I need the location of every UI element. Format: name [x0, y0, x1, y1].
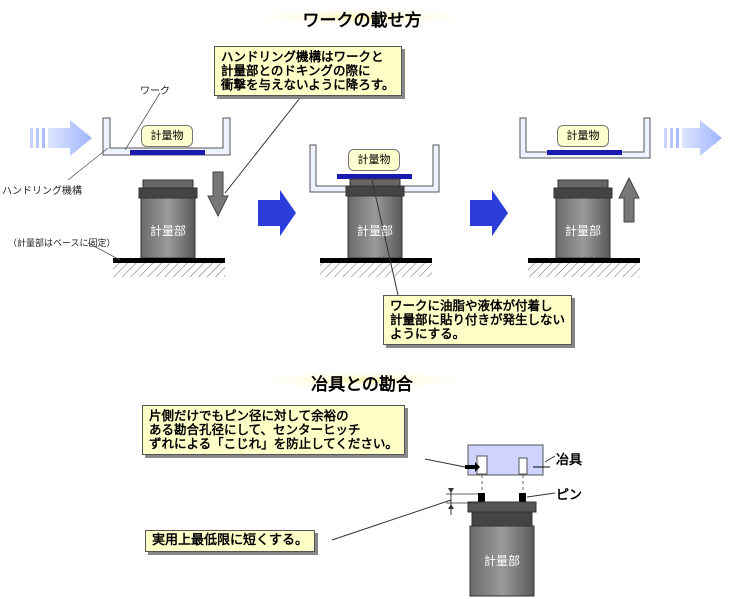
note-handling: ハンドリング機構はワークと 計量部とのドキングの際に 衝撃を与えないように降ろす… [214, 46, 402, 96]
stage-1 [102, 117, 231, 277]
down-arrow [207, 171, 229, 218]
object-2: 計量物 [348, 149, 400, 171]
note-oil: ワークに油脂や液体が付着し 計量部に貼り付きが発生しない ようにする。 [383, 295, 573, 345]
object-3: 計量物 [557, 125, 609, 147]
scale-label-3: 計量部 [564, 224, 601, 238]
jig-assembly [446, 444, 550, 597]
outgoing-arrow [664, 120, 722, 156]
label-handling: ハンドリング機構 [2, 186, 82, 197]
stage-3 [519, 117, 651, 277]
object-1: 計量物 [141, 125, 193, 147]
note-short: 実用上最低限に短くする。 [145, 530, 316, 552]
work-plate-1 [130, 150, 205, 155]
title-glow-1 [237, 7, 487, 27]
work-plate-2 [337, 174, 412, 179]
section2-title: 冶具との勘合 [311, 375, 413, 395]
blue-arrow-1 [258, 190, 296, 236]
stage-2 [309, 144, 440, 277]
blue-arrow-2 [470, 190, 508, 236]
label-base: （計量部はベースに固定） [8, 239, 116, 249]
work-plate-3 [547, 150, 622, 155]
label-work: ワーク [140, 86, 170, 97]
incoming-arrow [30, 120, 92, 156]
up-arrow [618, 176, 640, 223]
label-jig: 冶具 [556, 453, 583, 468]
note-clearance: 片側だけでもピン径に対して余裕の ある勘合孔径にして、センターヒッチ ずれによる… [142, 405, 405, 455]
scale-label-1: 計量部 [149, 224, 186, 238]
label-pin: ピン [556, 488, 583, 503]
title-glow-2 [237, 370, 487, 390]
scale-label-2: 計量部 [356, 224, 393, 238]
scale-label-jig: 計量部 [483, 554, 520, 568]
section1-title: ワークの載せ方 [302, 11, 422, 31]
